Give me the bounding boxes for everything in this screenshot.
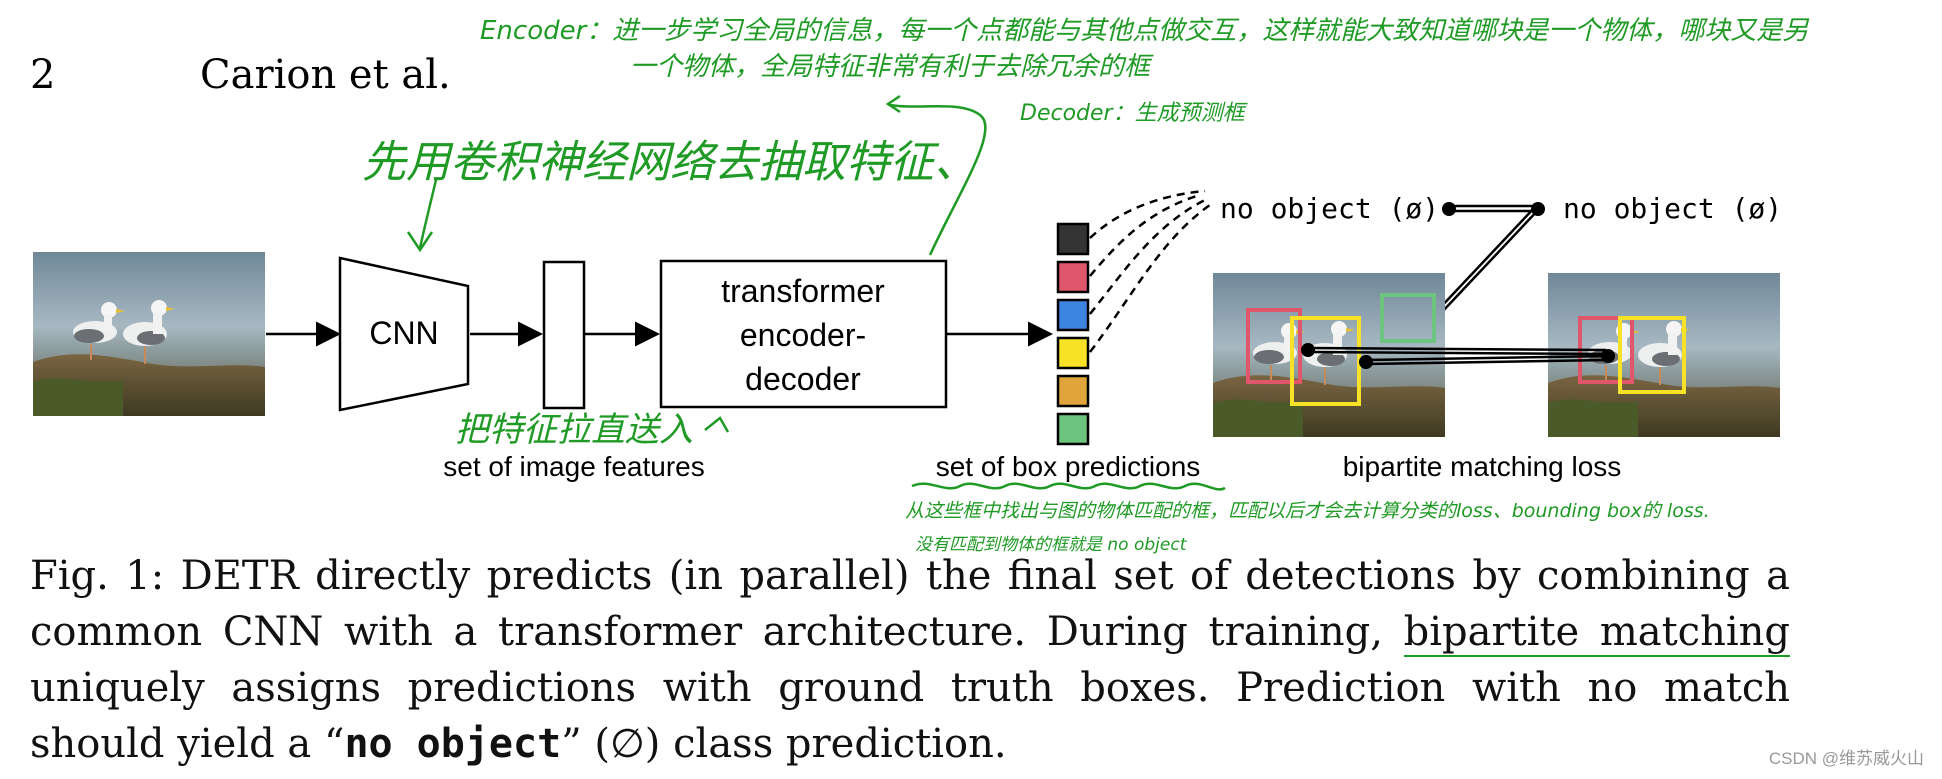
cnn-annotation: 先用卷积神经网络去抽取特征、 xyxy=(362,126,978,190)
box-predictions-stack xyxy=(1058,224,1088,444)
box-predictions-annotation: 从这些框中找出与图的物体匹配的框，匹配以后才会去计算分类的loss、boundi… xyxy=(905,496,1710,523)
image-features-block xyxy=(544,262,584,408)
decoder-annotation: Decoder：生成预测框 xyxy=(1020,95,1245,127)
image-features-label: set of image features xyxy=(443,451,704,482)
cnn-label: CNN xyxy=(369,315,438,351)
caption-part3: ” (∅) class prediction. xyxy=(561,721,1006,767)
prediction-slot-6 xyxy=(1058,414,1088,444)
flatten-annotation: 把特征拉直送入 xyxy=(455,402,693,451)
match-dot-gt xyxy=(1601,349,1615,363)
encoder-annotation-line2: 一个物体，全局特征非常有利于去除冗余的框 xyxy=(630,46,1150,83)
transformer-block: transformer encoder- decoder xyxy=(661,261,946,407)
prediction-slot-5 xyxy=(1058,376,1088,406)
input-image xyxy=(33,252,265,416)
transformer-label-line2: encoder- xyxy=(740,317,866,353)
figure-caption: Fig. 1: DETR directly predicts (in paral… xyxy=(30,548,1790,772)
watermark: CSDN @维苏威火山 xyxy=(1769,744,1924,769)
box-predictions-label: set of box predictions xyxy=(936,451,1201,482)
prediction-slot-4 xyxy=(1058,338,1088,368)
prediction-slot-3 xyxy=(1058,300,1088,330)
caption-no-object: no object xyxy=(344,721,561,767)
detr-diagram: CNN transformer encoder- decoder no obje… xyxy=(0,0,1942,560)
bipartite-loss-label: bipartite matching loss xyxy=(1343,451,1622,482)
match-dot-yellow-pred xyxy=(1359,355,1373,369)
no-object-label-right: no object (ø) xyxy=(1563,192,1782,225)
prediction-image xyxy=(1213,273,1445,437)
no-object-match-lines xyxy=(1438,206,1540,312)
encoder-annotation-line1: Encoder：进一步学习全局的信息，每一个点都能与其他点做交互，这样就能大致知… xyxy=(480,10,1808,47)
no-object-right-dot xyxy=(1531,202,1545,216)
transformer-label-line1: transformer xyxy=(721,273,885,309)
prediction-slot-1 xyxy=(1058,224,1088,254)
no-object-dashed-lines xyxy=(1090,191,1210,352)
cnn-block: CNN xyxy=(340,258,468,410)
match-dot-red-pred xyxy=(1301,343,1315,357)
transformer-label-line3: decoder xyxy=(745,361,861,397)
no-object-left-dot xyxy=(1442,202,1456,216)
no-object-label-left: no object (ø) xyxy=(1220,192,1439,225)
caption-underlined-phrase: bipartite matching xyxy=(1404,609,1790,657)
prediction-slot-2 xyxy=(1058,262,1088,292)
